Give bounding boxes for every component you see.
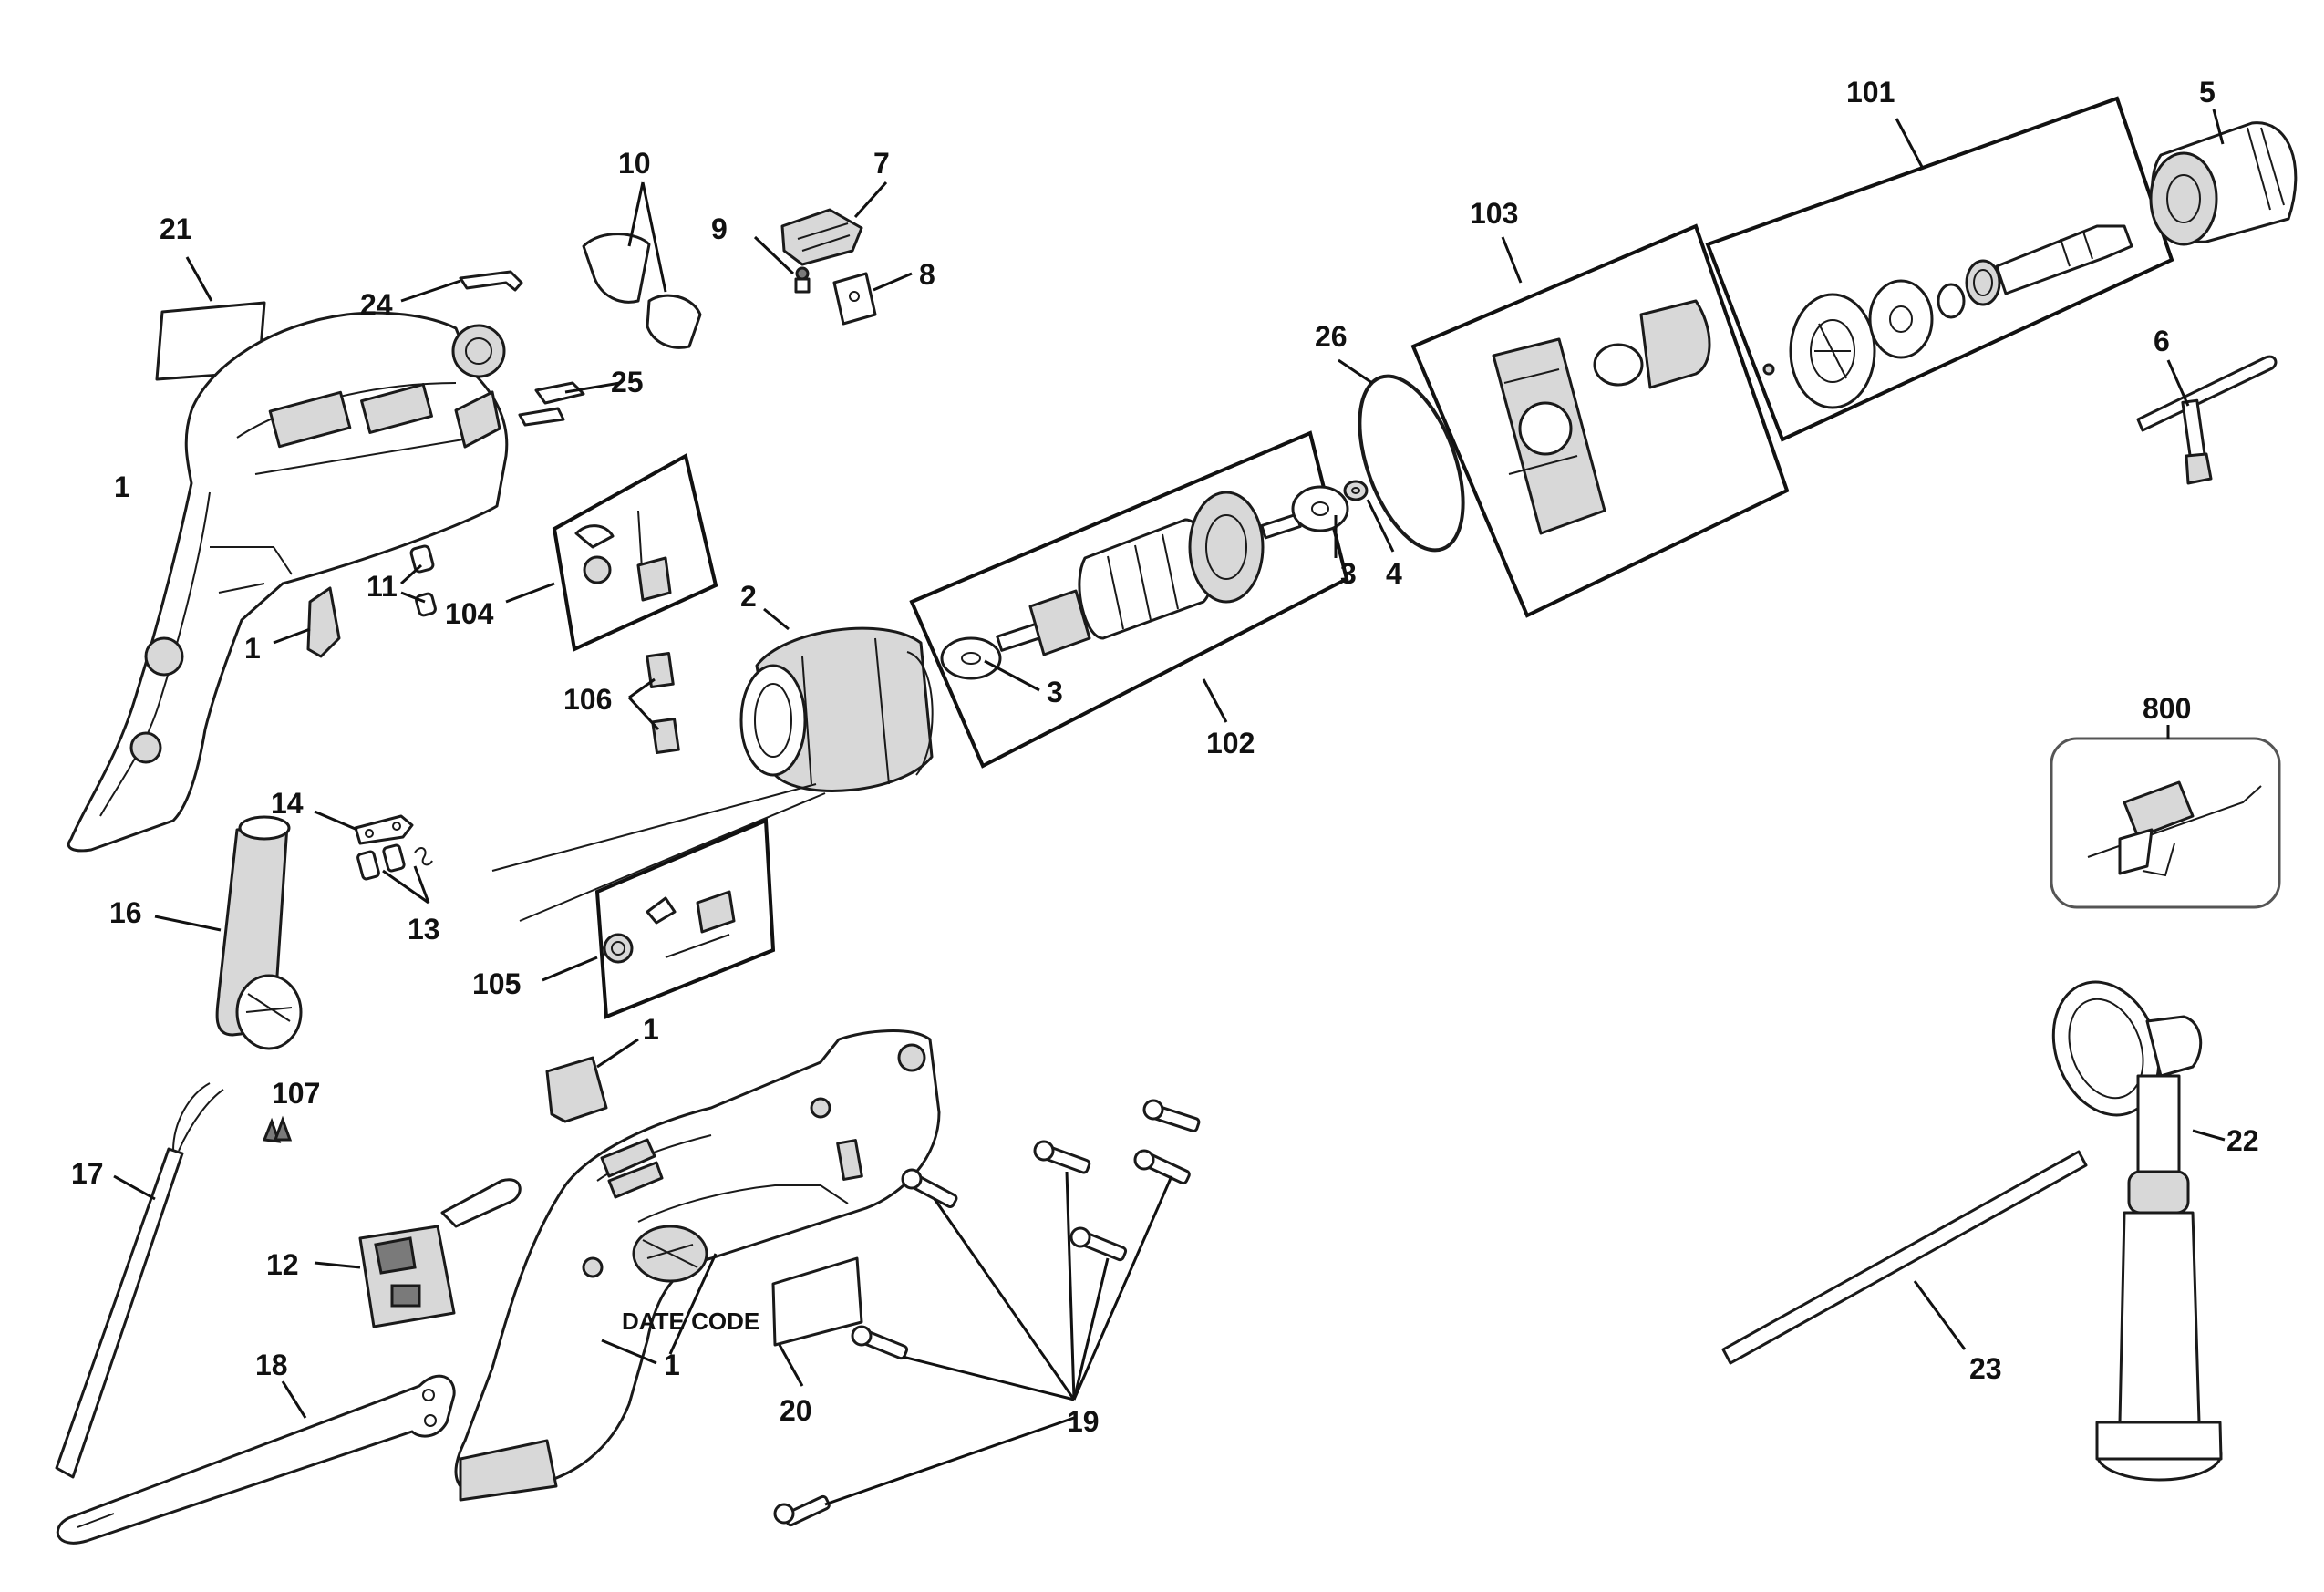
- callout-101: 101: [1846, 76, 1895, 109]
- callout-104: 104: [445, 597, 494, 630]
- part-101-spindle-assembly: [1705, 96, 2174, 442]
- callout-1-small: 1: [244, 632, 261, 665]
- part-102-armature: [909, 430, 1349, 769]
- part-7-switch-button: [780, 181, 888, 266]
- part-25-clip: [518, 381, 621, 427]
- callout-18: 18: [255, 1349, 288, 1381]
- part-1-mid-cover: [545, 1038, 639, 1123]
- callout-12: 12: [266, 1248, 299, 1281]
- date-code-label: DATE CODE: [622, 1308, 759, 1335]
- part-22-side-handle: [2051, 980, 2226, 1482]
- part-4-washer: [1343, 480, 1395, 553]
- part-2-field-stator: [491, 607, 934, 922]
- part-14-lever: [314, 810, 414, 845]
- part-17-power-cord: [55, 1082, 224, 1479]
- callout-3-right: 3: [1340, 557, 1357, 590]
- part-24-clip: [400, 270, 523, 303]
- callout-105: 105: [472, 967, 521, 1000]
- part-800-depth-rod-assembly: [2050, 725, 2281, 909]
- callout-24: 24: [360, 288, 393, 321]
- callout-1-mid: 1: [643, 1013, 659, 1046]
- part-104-brush-kit: [505, 452, 718, 652]
- callout-9: 9: [711, 212, 728, 245]
- part-5-chuck: [2149, 109, 2298, 246]
- part-1-housing-left-half: [67, 311, 509, 853]
- callout-7: 7: [873, 147, 890, 180]
- callout-107: 107: [272, 1077, 320, 1110]
- callout-16: 16: [109, 896, 142, 929]
- part-23-depth-rod: [1721, 1150, 2088, 1365]
- part-19-screws: [773, 1099, 1201, 1527]
- callout-14: 14: [271, 787, 304, 820]
- callout-11: 11: [367, 570, 398, 603]
- callout-8: 8: [919, 258, 935, 291]
- callout-21: 21: [160, 212, 192, 245]
- part-106-carbon-brushes: [627, 651, 680, 755]
- callout-3-left: 3: [1047, 676, 1063, 708]
- part-8-plate: [832, 272, 913, 326]
- part-26-o-ring: [1338, 358, 1465, 553]
- callout-13: 13: [408, 913, 440, 946]
- callout-22: 22: [2226, 1124, 2259, 1157]
- part-11-pins: [399, 544, 437, 617]
- callout-103: 103: [1470, 197, 1518, 230]
- callout-800: 800: [2143, 692, 2191, 725]
- callout-6: 6: [2154, 325, 2170, 357]
- part-13-screws: [356, 843, 433, 905]
- part-9-spring: [753, 235, 811, 294]
- part-103-gear-housing: [1410, 223, 1790, 618]
- callout-4: 4: [1386, 557, 1402, 590]
- callout-1-bottom: 1: [664, 1349, 680, 1381]
- callout-23: 23: [1969, 1352, 2002, 1385]
- callout-10: 10: [618, 147, 651, 180]
- callout-25: 25: [611, 366, 644, 398]
- callout-102: 102: [1206, 727, 1255, 760]
- callout-26: 26: [1315, 320, 1348, 353]
- part-18-strap: [56, 1374, 456, 1545]
- part-6-chuck-key: [2136, 355, 2278, 485]
- callout-5: 5: [2199, 76, 2216, 109]
- part-20-label: [771, 1256, 863, 1387]
- part-10-shields: [582, 181, 702, 349]
- callout-106: 106: [563, 683, 612, 716]
- part-1-housing-right-half: [454, 1029, 941, 1502]
- part-1-small-cover: [273, 586, 341, 658]
- part-16-cord-guard: [154, 815, 303, 1050]
- part-105-switch-kit: [542, 818, 776, 1019]
- callout-20: 20: [780, 1394, 812, 1427]
- callout-19: 19: [1067, 1405, 1100, 1438]
- part-107-clip: [262, 1115, 293, 1143]
- part-12-trigger-switch: [314, 1178, 522, 1328]
- callout-1-top: 1: [114, 470, 130, 503]
- callout-2: 2: [740, 580, 757, 613]
- callout-17: 17: [71, 1157, 104, 1190]
